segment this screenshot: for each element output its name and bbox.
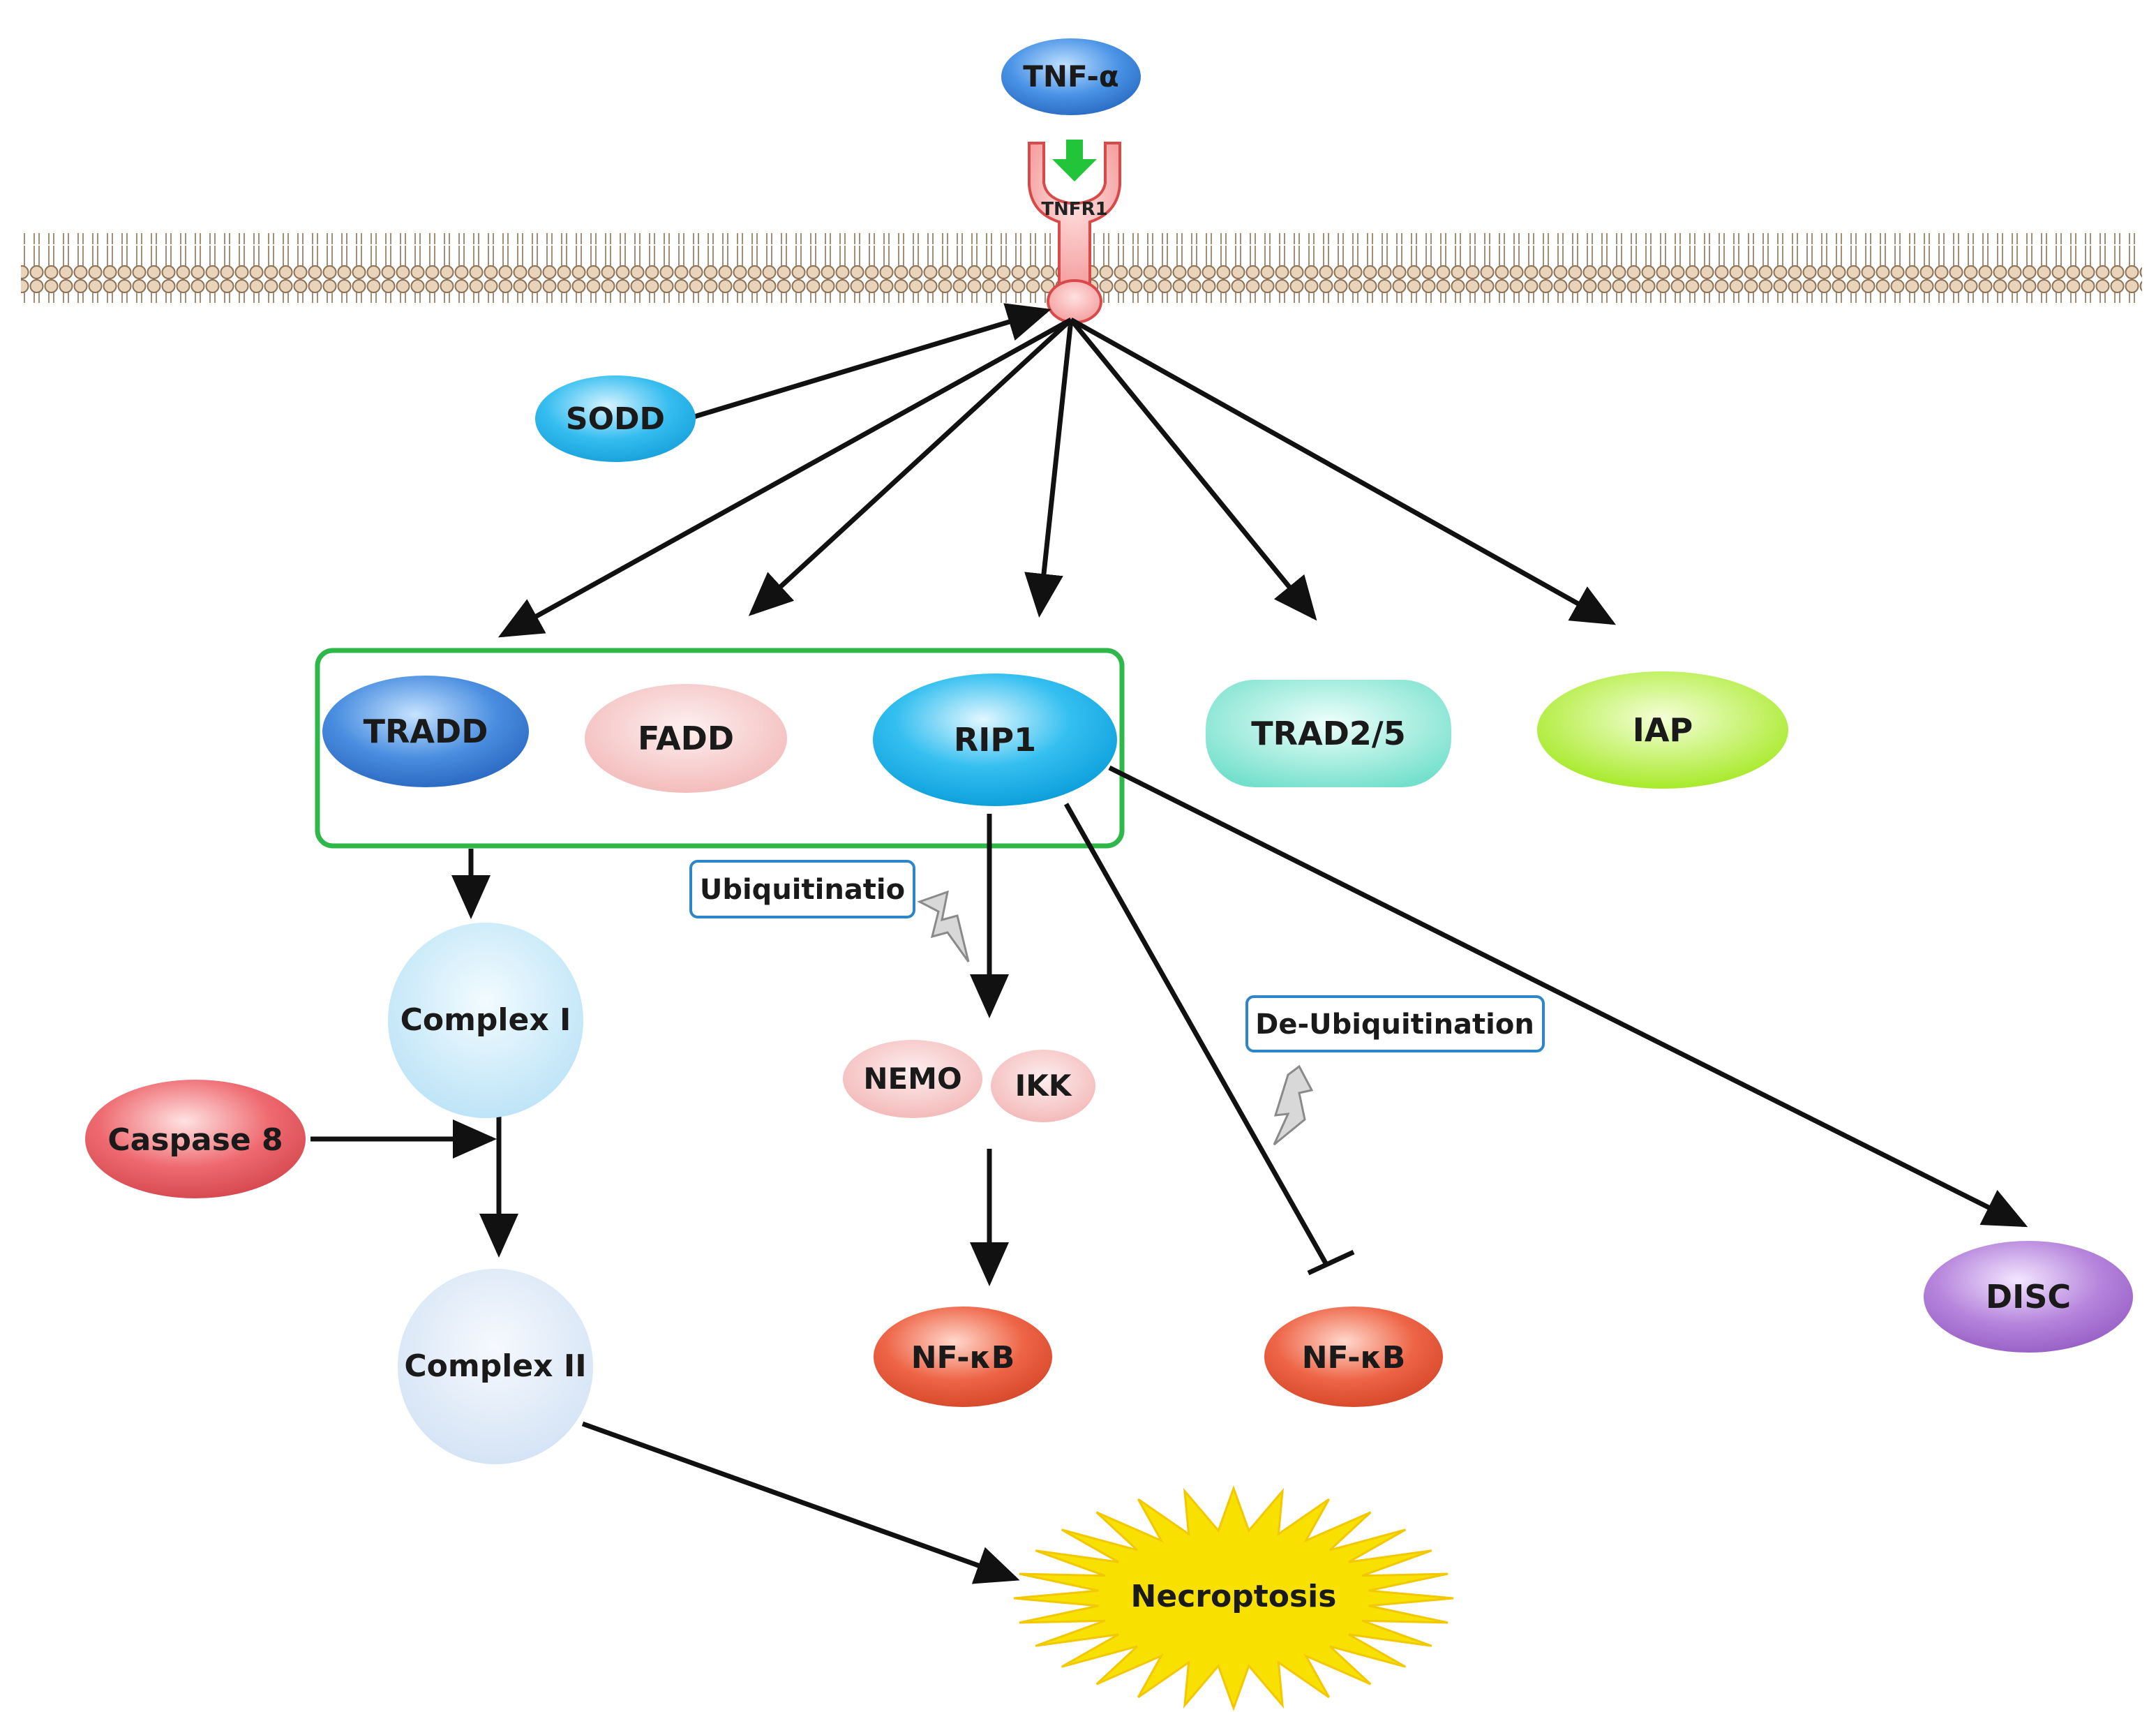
trad25-label: TRAD2/5	[1251, 715, 1405, 752]
arrow-receptor-to-fadd	[748, 318, 1073, 616]
fadd-label: FADD	[638, 720, 734, 757]
tradd-fadd-rip1-complex-box	[315, 648, 1125, 849]
complex2-node: Complex II	[398, 1269, 593, 1464]
caspase8-label: Caspase 8	[107, 1122, 283, 1158]
lightning-icon	[917, 890, 970, 962]
inhibition-rip1-to-nfkb	[1063, 803, 1328, 1265]
nfkb-right-node: NF-κB	[1264, 1307, 1443, 1407]
tradd-label: TRADD	[364, 713, 488, 750]
nfkb-right-label: NF-κB	[1302, 1340, 1406, 1376]
nfkb-left-node: NF-κB	[874, 1307, 1052, 1407]
arrow-receptor-to-iap	[1070, 317, 1617, 625]
deubiquitination-note: De-Ubiquitination	[1245, 995, 1545, 1052]
tnfr1-receptor: TNFR1	[1028, 142, 1121, 324]
arrow-receptor-to-tradd	[497, 317, 1072, 638]
ikk-label: IKK	[1015, 1069, 1072, 1103]
necroptosis-label: Necroptosis	[1131, 1579, 1337, 1614]
complex1-node: Complex I	[388, 923, 583, 1118]
nemo-node: NEMO	[843, 1040, 982, 1118]
iap-node: IAP	[1537, 671, 1788, 789]
caspase8-node: Caspase 8	[85, 1080, 306, 1198]
rip1-label: RIP1	[954, 721, 1036, 759]
ubiquitination-note: Ubiquitinatio	[689, 860, 915, 918]
necroptosis-node: Necroptosis	[1013, 1485, 1454, 1711]
fadd-node: FADD	[585, 684, 787, 793]
tradd-node: TRADD	[322, 676, 529, 787]
tnfr1-label: TNFR1	[1041, 199, 1107, 220]
disc-label: DISC	[1986, 1278, 2071, 1316]
arrow-sodd-to-receptor	[693, 303, 1051, 419]
nemo-label: NEMO	[863, 1062, 961, 1096]
arrow-rip1-to-disc	[1108, 765, 2028, 1228]
lightning-icon	[1273, 1064, 1314, 1146]
receptor-arrows	[497, 303, 1617, 638]
complex2-label: Complex II	[404, 1348, 586, 1384]
sodd-label: SODD	[566, 401, 665, 437]
disc-node: DISC	[1924, 1241, 2133, 1353]
trad25-node: TRAD2/5	[1206, 680, 1451, 787]
tnf-alpha-label: TNF-α	[1023, 59, 1118, 94]
arrow-receptor-to-trad25	[1069, 318, 1317, 621]
arrow-complex2-to-necroptosis	[581, 1421, 1020, 1584]
sodd-node: SODD	[535, 375, 696, 462]
ubiquitination-label: Ubiquitinatio	[700, 874, 905, 906]
ikk-node: IKK	[991, 1050, 1095, 1122]
nfkb-left-label: NF-κB	[911, 1340, 1015, 1376]
deubiquitination-label: De-Ubiquitination	[1255, 1008, 1534, 1041]
complex1-label: Complex I	[400, 1002, 571, 1038]
green-down-arrow-icon	[1052, 140, 1097, 181]
arrow-receptor-to-rip1	[1024, 319, 1074, 618]
iap-label: IAP	[1633, 711, 1693, 749]
inhibition-bar	[1307, 1249, 1355, 1276]
rip1-node: RIP1	[873, 673, 1117, 806]
tnf-alpha-node: TNF-α	[1001, 38, 1141, 115]
